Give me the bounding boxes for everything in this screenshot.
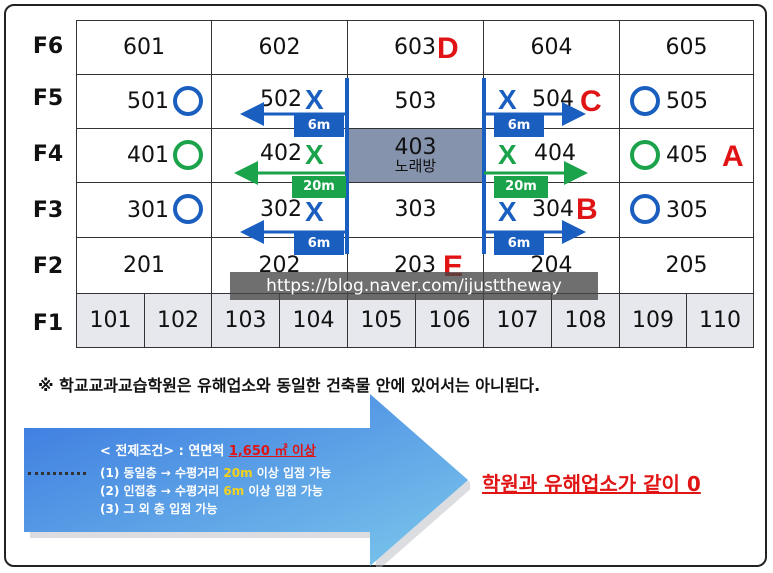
condition-1-highlight: 20m [223,466,253,480]
room-501: 501 [76,74,212,129]
conditions-arrow-shape [24,394,470,567]
distance-tag-middle-left: 20m [292,176,346,198]
condition-2-text-b: 이상 입점 가능 [244,484,324,498]
marker-d: D [437,32,459,65]
room-110: 110 [686,293,754,348]
conditions-area: 1,650 ㎡ 이상 [228,444,316,459]
room-104: 104 [279,293,348,348]
allowed-circle-icon [173,140,203,170]
floor-label-f6: F6 [32,34,64,59]
distance-tag-lower-left: 6m [294,233,344,255]
room-105: 105 [347,293,416,348]
room-305-label: 305 [666,197,708,223]
room-503: 503 [347,74,484,129]
floor-label-f2: F2 [32,254,64,279]
condition-2-text-a: (2) 인접층 → 수평거리 [100,484,224,498]
condition-1-text-a: (1) 동일층 → 수평거리 [100,466,224,480]
regulation-note: ※ 학교교과교습학원은 유해업소와 동일한 건축물 안에 있어서는 아니된다. [38,376,541,395]
room-403-label: 403 [394,135,437,161]
not-allowed-x-icon: X [305,139,324,170]
conditions-title-prefix: < 전제조건> : 연면적 [100,444,229,459]
not-allowed-x-icon: X [498,196,517,227]
room-301: 301 [76,182,212,238]
boundary-line-left [345,78,349,254]
room-402-label: 402 [260,141,302,166]
not-allowed-x-icon: X [498,139,517,170]
floor-label-f3: F3 [32,198,64,223]
floor-label-f5: F5 [32,86,64,111]
room-304-label: 304 [532,197,574,222]
room-502-label: 502 [260,87,302,112]
room-109: 109 [619,293,687,348]
allowed-circle-icon [173,194,203,224]
dotted-leader [28,472,86,475]
room-403-karaoke: 403 노래방 [347,128,484,183]
distance-tag-middle-right: 20m [494,176,548,198]
marker-a: A [722,140,744,173]
allowed-circle-icon [630,140,660,170]
boundary-line-right [482,78,486,254]
conditions-title: < 전제조건> : 연면적 1,650 ㎡ 이상 [100,440,316,459]
room-201: 201 [76,237,212,294]
condition-2-highlight: 6m [223,484,245,498]
allowed-circle-icon [630,86,660,116]
allowed-circle-icon [173,86,203,116]
floor-label-f4: F4 [32,142,64,167]
room-302-label: 302 [260,197,302,222]
room-505-label: 505 [666,89,708,114]
karaoke-label: 노래방 [394,157,437,176]
room-603-label: 603 [394,35,436,60]
marker-b: B [576,193,598,226]
distance-tag-lower-right: 6m [494,233,544,255]
result-text: 학원과 유해업소가 같이 0 [482,472,701,496]
watermark: https://blog.naver.com/ijusttheway [230,272,598,300]
room-301-label: 301 [127,197,169,223]
room-501-label: 501 [127,89,169,114]
allowed-circle-icon [630,194,660,224]
not-allowed-x-icon: X [305,84,324,115]
condition-3: (3) 그 외 층 입점 가능 [100,502,218,516]
room-303: 303 [347,182,484,238]
room-405-label: 405 [666,143,708,168]
distance-tag-upper-right: 6m [494,115,544,137]
condition-1-text-b: 이상 입점 가능 [252,466,332,480]
condition-1: (1) 동일층 → 수평거리 20m 이상 입점 가능 [100,464,331,481]
floor-label-f1: F1 [32,311,64,336]
distance-tag-upper-left: 6m [294,115,344,137]
room-103: 103 [211,293,280,348]
marker-c: C [580,85,602,118]
room-605: 605 [619,20,754,75]
condition-2: (2) 인접층 → 수평거리 6m 이상 입점 가능 [100,482,323,499]
not-allowed-x-icon: X [305,196,324,227]
room-401-label: 401 [127,143,169,168]
room-101: 101 [76,293,145,348]
room-604: 604 [483,20,620,75]
not-allowed-x-icon: X [498,84,517,115]
